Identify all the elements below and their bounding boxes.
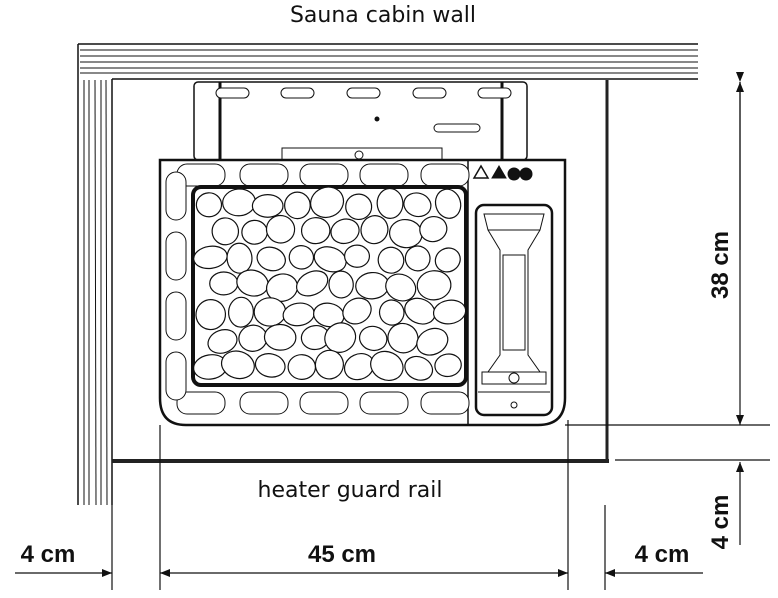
stone bbox=[209, 271, 239, 296]
vent-slot bbox=[280, 87, 315, 99]
stone bbox=[265, 214, 296, 244]
stone bbox=[211, 217, 240, 246]
sauna-stones bbox=[193, 186, 467, 382]
stone bbox=[300, 217, 331, 245]
stone bbox=[227, 296, 254, 328]
vent-slot bbox=[299, 391, 349, 415]
stone bbox=[342, 297, 372, 325]
vent-slot bbox=[176, 391, 226, 415]
stone bbox=[207, 329, 238, 354]
vent-slot bbox=[165, 171, 187, 221]
stone bbox=[419, 215, 448, 243]
cabin-wall-left bbox=[77, 44, 113, 506]
stone bbox=[328, 270, 354, 299]
floor-gap-dimension: 4 cm bbox=[707, 495, 734, 550]
vent-slot bbox=[359, 391, 409, 415]
stone bbox=[376, 187, 404, 219]
vent-slot bbox=[412, 87, 447, 99]
stone bbox=[195, 299, 227, 331]
stone bbox=[288, 245, 315, 270]
vent-slot bbox=[239, 163, 289, 187]
stone bbox=[404, 355, 434, 381]
stone bbox=[313, 246, 347, 273]
stone bbox=[358, 325, 388, 352]
stone bbox=[385, 273, 417, 302]
warning-icon bbox=[491, 165, 507, 179]
wall-label: Sauna cabin wall bbox=[290, 3, 476, 28]
stone bbox=[434, 247, 461, 273]
stone bbox=[434, 188, 462, 219]
stone bbox=[360, 215, 389, 245]
warning-icon bbox=[472, 164, 490, 179]
stone bbox=[314, 349, 344, 380]
stone bbox=[251, 193, 284, 218]
stone bbox=[295, 270, 329, 297]
stone bbox=[287, 354, 317, 380]
rail-label: heater guard rail bbox=[258, 478, 443, 503]
control-panel bbox=[472, 164, 554, 417]
stone bbox=[370, 350, 404, 382]
vent-slot bbox=[359, 163, 409, 187]
stone bbox=[310, 186, 345, 219]
heater-guard-rail bbox=[112, 80, 609, 463]
stone bbox=[253, 297, 287, 327]
stone bbox=[284, 191, 311, 220]
stone bbox=[324, 322, 357, 353]
stone bbox=[404, 245, 431, 272]
width-dimension: 45 cm bbox=[308, 541, 376, 568]
stone bbox=[434, 353, 462, 378]
heater bbox=[158, 81, 567, 427]
vent-slot bbox=[215, 87, 250, 99]
stone bbox=[416, 270, 452, 301]
stone bbox=[330, 218, 360, 245]
vent-slot bbox=[165, 351, 187, 401]
stone bbox=[220, 350, 255, 380]
left-gap-dimension: 4 cm bbox=[21, 541, 76, 568]
stone bbox=[344, 244, 371, 268]
stone bbox=[263, 323, 297, 351]
vent-slot bbox=[299, 163, 349, 187]
right-gap-dimension: 4 cm bbox=[635, 541, 690, 568]
height-dimension: 38 cm bbox=[707, 231, 734, 299]
vent-slot bbox=[420, 163, 470, 187]
stone bbox=[432, 299, 467, 325]
stone bbox=[403, 192, 432, 218]
vent-slot bbox=[420, 391, 470, 415]
vent-slot bbox=[239, 391, 289, 415]
stone bbox=[256, 246, 286, 272]
stone bbox=[254, 353, 286, 378]
stone bbox=[195, 192, 223, 218]
prohibition-icon bbox=[507, 167, 521, 181]
prohibition-icon bbox=[519, 167, 533, 181]
cabin-wall-top bbox=[78, 43, 698, 80]
stone bbox=[241, 219, 268, 245]
stone bbox=[377, 246, 405, 274]
vent-slot bbox=[346, 87, 381, 99]
vent-slot bbox=[165, 231, 187, 281]
vent-slot bbox=[477, 87, 512, 99]
vent-slot bbox=[165, 291, 187, 341]
stone bbox=[416, 327, 449, 356]
stone bbox=[345, 193, 373, 221]
